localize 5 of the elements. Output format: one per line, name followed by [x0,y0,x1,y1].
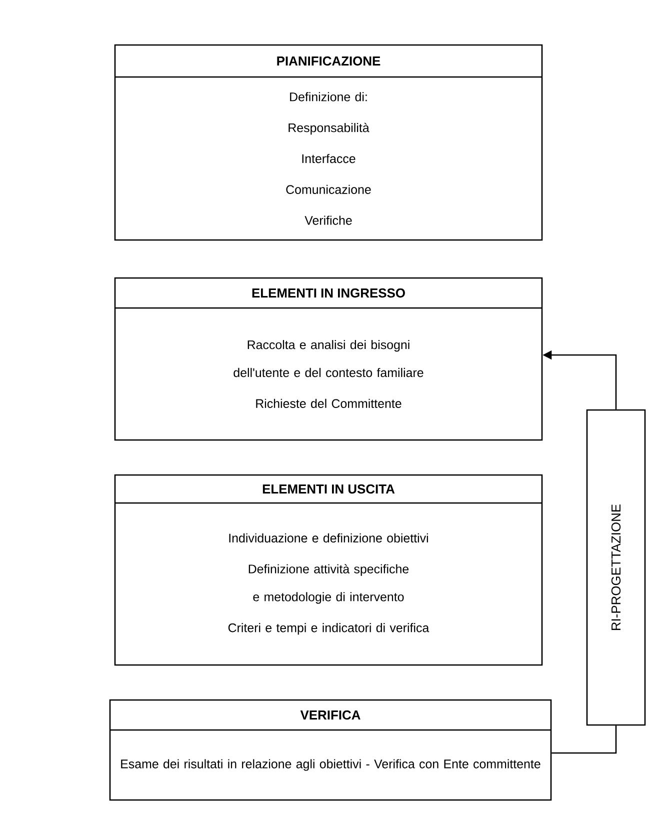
process-box: RI-PROGETTAZIONE [586,409,646,726]
process-box: ELEMENTI IN USCITA Individuazione e definizione obiettivi Definizione attività specifiche e metodologie di intervento Criteri e tempi e indicatori di verifica [114,474,543,666]
process-box: PIANIFICAZIONE Definizione di: Responsabilità Interfacce Comunicazione Verifiche [114,44,543,241]
process-box: VERIFICA Esame dei risultati in relazione agli obiettivi - Verifica con Ente committente [109,699,552,801]
process-box: ELEMENTI IN INGRESSO Raccolta e analisi dei bisogni dell'utente e del contesto familiare Richieste del Committente [114,277,543,441]
